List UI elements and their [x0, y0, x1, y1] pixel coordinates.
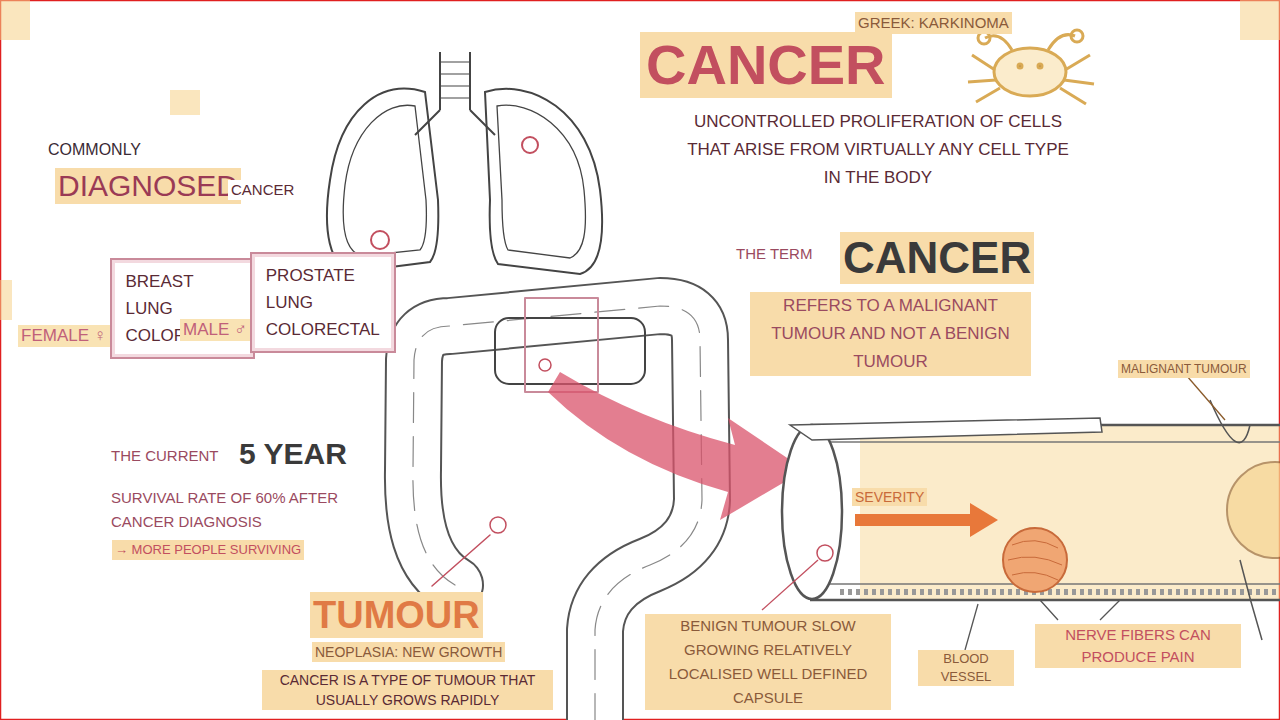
survival-note: → MORE PEOPLE SURVIVING — [112, 540, 304, 560]
tumour-note: NEOPLASIA: NEW GROWTH — [312, 642, 505, 662]
list-box: FEMALE ♀BREAST LUNG COLORECTAL — [18, 258, 255, 359]
figure-label: SEVERITY — [852, 488, 927, 506]
sex-heading: MALE ♂ — [180, 319, 250, 341]
heading-word: DIAGNOSED — [55, 168, 241, 204]
cancer-list: PROSTATE LUNG COLORECTAL — [266, 262, 380, 343]
list-frame: PROSTATE LUNG COLORECTAL — [250, 252, 396, 353]
survival-note: SURVIVAL RATE OF 60% AFTER CANCER DIAGNO… — [108, 486, 379, 534]
tumour-heading: TUMOUR — [310, 592, 483, 638]
colon-section-drawing — [762, 368, 1280, 650]
heading-word: COMMONLY — [45, 140, 144, 160]
survival-note: THE CURRENT — [108, 446, 222, 466]
term-note: REFERS TO A MALIGNANT TUMOUR AND NOT A B… — [750, 292, 1031, 376]
heading-word: CANCER — [228, 180, 297, 200]
list-box: MALE ♂ PROSTATE LUNG COLORECTAL — [180, 252, 396, 353]
term-note: THE TERM — [733, 244, 815, 264]
survival-figure: 5 YEAR — [236, 436, 350, 472]
crab-drawing — [968, 30, 1094, 104]
title-text: CANCER — [640, 32, 892, 98]
tumour-note: CANCER IS A TYPE OF TUMOUR THAT USUALLY … — [262, 670, 553, 710]
figure-label: BLOOD VESSEL — [918, 650, 1014, 686]
term-word: CANCER — [840, 232, 1034, 284]
etymology-note: GREEK: KARKINOMA — [855, 12, 1012, 34]
sex-heading: FEMALE ♀ — [18, 325, 110, 347]
definition-text: UNCONTROLLED PROLIFERATION OF CELLS THAT… — [675, 108, 1081, 192]
benign-note: BENIGN TUMOUR SLOW GROWING RELATIVELY LO… — [645, 614, 891, 710]
figure-label: MALIGNANT TUMOUR — [1118, 360, 1250, 378]
zoom-arrow — [548, 372, 805, 520]
list-frame: BREAST LUNG COLORECTAL — [110, 258, 256, 359]
figure-label: NERVE FIBERS CAN PRODUCE PAIN — [1035, 624, 1241, 668]
lungs-drawing — [327, 52, 602, 274]
